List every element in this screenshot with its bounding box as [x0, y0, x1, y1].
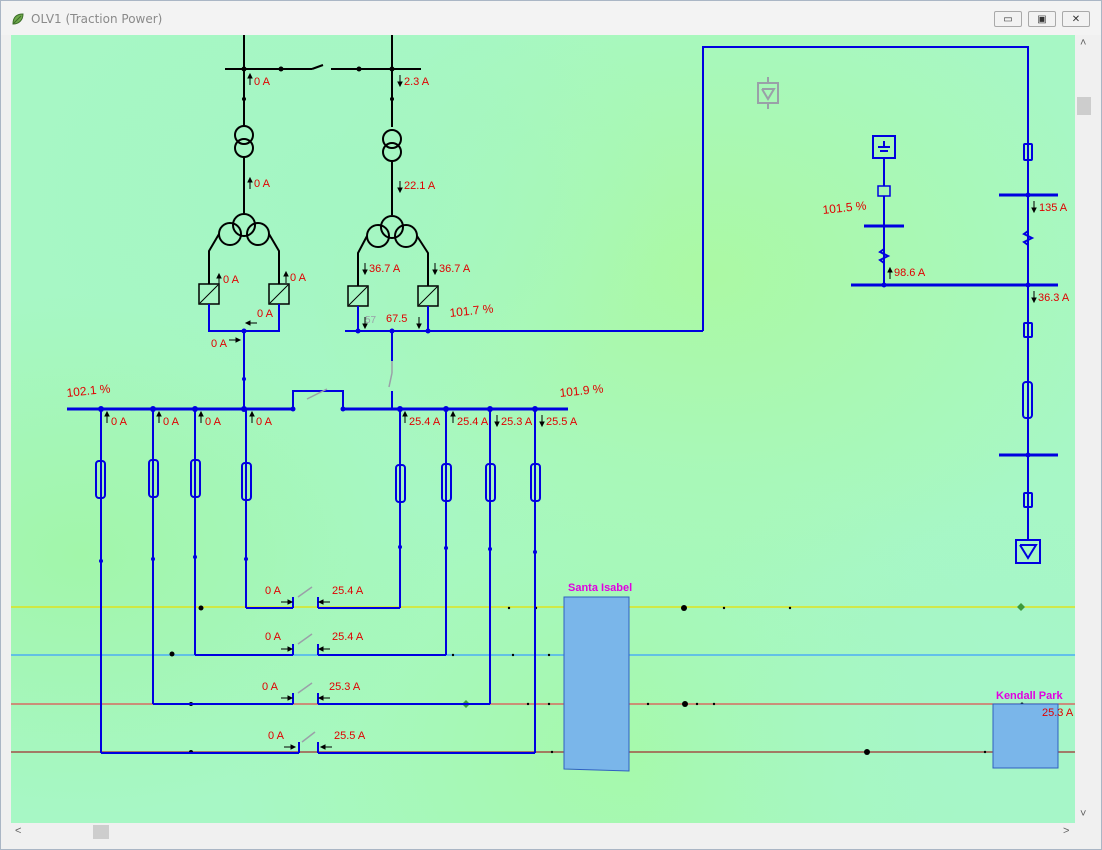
label-feeder-6: 25.4 A — [457, 416, 489, 428]
label-feeder-5: 25.4 A — [409, 416, 441, 428]
label-xfmr-left-current: 0 A — [254, 178, 271, 190]
disconnected-source-icon — [757, 77, 779, 109]
dc-nodes — [98, 328, 538, 563]
label-tie3-right: 25.3 A — [329, 681, 361, 693]
station-santa-isabel[interactable] — [563, 596, 630, 772]
label-tie1-right: 25.4 A — [332, 585, 364, 597]
label-dc-bus-voltage: 101.7 % — [449, 301, 495, 320]
one-line-view-canvas[interactable]: Santa Isabel Kendall Park 25.3 A — [11, 35, 1075, 823]
label-rect3-current: 36.7 A — [369, 263, 401, 275]
label-rect4-current: 36.7 A — [439, 263, 471, 275]
scroll-left-arrow-icon[interactable]: < — [15, 825, 22, 837]
faded-label: 57 — [365, 315, 377, 326]
station-label-kendall-park: Kendall Park — [996, 690, 1064, 702]
label-left-dc-out-a: 0 A — [257, 308, 274, 320]
label-top-right-current: 2.3 A — [404, 76, 430, 88]
minimize-button[interactable]: ▭ — [994, 11, 1022, 27]
close-button[interactable]: ✕ — [1062, 11, 1090, 27]
label-tie3-left: 0 A — [262, 681, 279, 693]
vertical-scroll-thumb[interactable] — [1077, 97, 1091, 115]
label-tie2-left: 0 A — [265, 631, 282, 643]
label-feeder-7: 25.3 A — [501, 416, 533, 428]
open-tie-switches — [297, 361, 393, 743]
vertical-scrollbar[interactable]: ˄ ˅ — [1076, 35, 1092, 823]
voltage-labels: 102.1 % 101.9 % 101.7 % 101.5 % — [66, 198, 868, 400]
scroll-up-arrow-icon[interactable]: ˄ — [1080, 37, 1087, 49]
label-feeder-2: 0 A — [163, 416, 180, 428]
current-labels: 0 A 2.3 A 0 A 22.1 A 0 A 0 A 36.7 A 36.7… — [111, 76, 1070, 742]
right-nodes — [881, 192, 1031, 458]
flow-arrows — [104, 72, 1037, 750]
label-feeder-3: 0 A — [205, 416, 222, 428]
label-right-branch-current-2: 36.3 A — [1038, 292, 1070, 304]
label-left-dc-out-b: 0 A — [211, 338, 228, 350]
right-network — [438, 46, 1058, 564]
track-marker-green — [1017, 603, 1025, 611]
label-bus-right-voltage: 101.9 % — [559, 381, 605, 400]
window-title: OLV1 (Traction Power) — [31, 12, 163, 26]
label-battery-branch-current: 98.6 A — [894, 267, 926, 279]
scroll-right-arrow-icon[interactable]: > — [1063, 825, 1070, 837]
one-line-diagram: Santa Isabel Kendall Park 25.3 A — [11, 35, 1075, 772]
label-feeder-4: 0 A — [256, 416, 273, 428]
station-label-santa-isabel: Santa Isabel — [568, 582, 632, 594]
dc-section — [67, 304, 568, 754]
label-feeder-1: 0 A — [111, 416, 128, 428]
kendall-park-current: 25.3 A — [1042, 707, 1074, 719]
label-tie4-right: 25.5 A — [334, 730, 366, 742]
label-right-bus-voltage: 101.5 % — [822, 198, 868, 217]
app-leaf-icon — [12, 13, 24, 25]
restore-button[interactable]: ▣ — [1028, 11, 1056, 27]
label-xfmr-right-current: 22.1 A — [404, 180, 436, 192]
label-tie1-left: 0 A — [265, 585, 282, 597]
label-top-left-current: 0 A — [254, 76, 271, 88]
label-feeder-8: 25.5 A — [546, 416, 578, 428]
scroll-down-arrow-icon[interactable]: ˅ — [1080, 808, 1087, 820]
ac-nodes — [241, 66, 395, 101]
label-tie4-left: 0 A — [268, 730, 285, 742]
ac-supply-section — [198, 35, 439, 307]
horizontal-scrollbar[interactable]: < > — [11, 823, 1075, 840]
label-dc-bus-reading: 67.5 — [386, 313, 407, 325]
label-tie2-right: 25.4 A — [332, 631, 364, 643]
horizontal-scroll-thumb[interactable] — [93, 825, 109, 839]
label-bus-left-voltage: 102.1 % — [66, 381, 112, 400]
title-bar[interactable]: OLV1 (Traction Power) ▭ ▣ ✕ — [1, 1, 1101, 35]
label-rect2-current: 0 A — [290, 272, 307, 284]
label-rect1-current: 0 A — [223, 274, 240, 286]
station-kendall-park[interactable] — [992, 703, 1059, 769]
label-right-branch-current: 135 A — [1039, 202, 1068, 214]
